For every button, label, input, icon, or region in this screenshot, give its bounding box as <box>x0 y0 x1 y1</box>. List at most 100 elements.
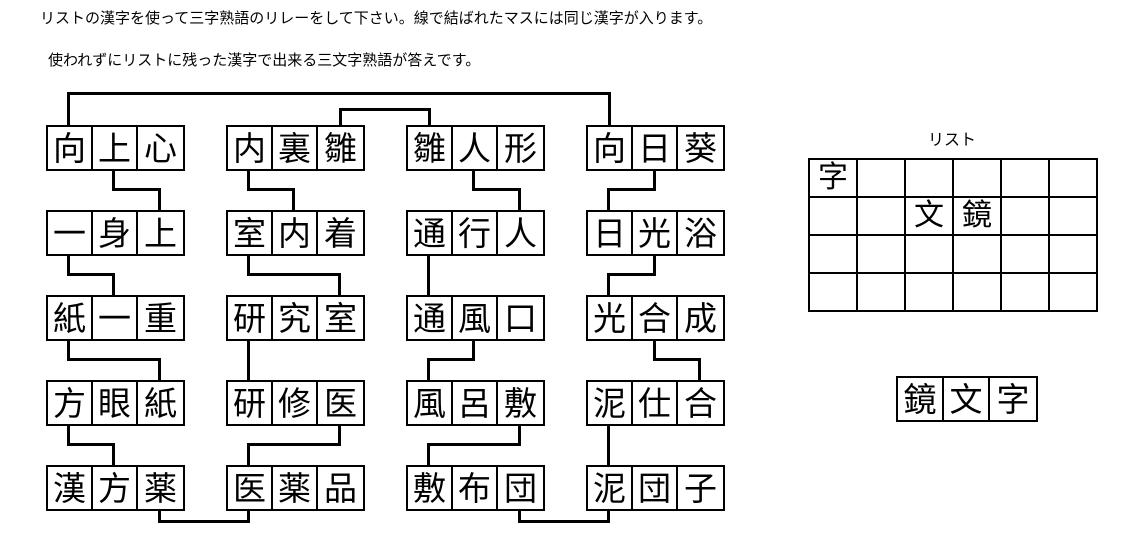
list-cell[interactable] <box>858 160 906 198</box>
kanji-cell[interactable]: 裏 <box>273 127 318 169</box>
kanji-cell[interactable]: 雛 <box>324 128 357 168</box>
kanji-cell[interactable]: 光 <box>588 297 633 339</box>
kanji-cell[interactable]: 仕 <box>633 382 678 424</box>
kanji-cell[interactable]: 日 <box>588 212 633 254</box>
kanji-cell[interactable]: 成 <box>684 298 717 338</box>
list-cell[interactable] <box>1050 236 1098 274</box>
kanji-cell[interactable]: 重 <box>144 298 177 338</box>
list-cell[interactable] <box>906 160 954 198</box>
list-cell[interactable] <box>954 160 1002 198</box>
word-box-c3-r2[interactable]: 通 行 人 <box>406 210 545 256</box>
kanji-cell[interactable]: 身 <box>93 212 138 254</box>
kanji-cell[interactable]: 上 <box>144 213 177 253</box>
word-box-c1-r1[interactable]: 向 上 心 <box>46 125 185 171</box>
word-box-c2-r4[interactable]: 研 修 医 <box>226 380 365 426</box>
word-box-c4-r4[interactable]: 泥 仕 合 <box>586 380 725 426</box>
list-cell[interactable] <box>810 236 858 274</box>
kanji-cell[interactable]: 葵 <box>684 128 717 168</box>
word-box-c3-r3[interactable]: 通 風 口 <box>406 295 545 341</box>
word-box-c3-r1[interactable]: 雛 人 形 <box>406 125 545 171</box>
kanji-cell[interactable]: 敷 <box>504 383 537 423</box>
kanji-cell[interactable]: 室 <box>324 298 357 338</box>
list-cell[interactable] <box>1050 274 1098 312</box>
answer-box[interactable]: 鏡 文 字 <box>896 376 1038 422</box>
answer-cell[interactable]: 字 <box>996 379 1030 419</box>
kanji-cell[interactable]: 着 <box>324 213 357 253</box>
kanji-cell[interactable]: 薬 <box>144 468 177 508</box>
kanji-cell[interactable]: 行 <box>453 212 498 254</box>
kanji-cell[interactable]: 形 <box>504 128 537 168</box>
list-cell[interactable] <box>906 274 954 312</box>
kanji-cell[interactable]: 合 <box>684 383 717 423</box>
kanji-cell[interactable]: 眼 <box>93 382 138 424</box>
kanji-cell[interactable]: 内 <box>273 212 318 254</box>
list-cell[interactable] <box>810 274 858 312</box>
list-cell[interactable] <box>954 236 1002 274</box>
kanji-cell[interactable]: 口 <box>504 298 537 338</box>
list-cell[interactable] <box>1002 160 1050 198</box>
word-box-c4-r2[interactable]: 日 光 浴 <box>586 210 725 256</box>
kanji-cell[interactable]: 敷 <box>408 467 453 509</box>
kanji-cell[interactable]: 人 <box>453 127 498 169</box>
kanji-cell[interactable]: 団 <box>504 468 537 508</box>
kanji-cell[interactable]: 方 <box>48 382 93 424</box>
word-box-c1-r4[interactable]: 方 眼 紙 <box>46 380 185 426</box>
kanji-cell[interactable]: 風 <box>453 297 498 339</box>
kanji-cell[interactable]: 通 <box>408 297 453 339</box>
kanji-cell[interactable]: 紙 <box>48 297 93 339</box>
kanji-cell[interactable]: 研 <box>228 382 273 424</box>
list-cell[interactable] <box>810 198 858 236</box>
kanji-cell[interactable]: 医 <box>324 383 357 423</box>
word-box-c2-r5[interactable]: 医 薬 品 <box>226 465 365 511</box>
list-cell[interactable]: 鏡 <box>954 198 1002 236</box>
kanji-cell[interactable]: 布 <box>453 467 498 509</box>
word-box-c3-r5[interactable]: 敷 布 団 <box>406 465 545 511</box>
list-cell[interactable] <box>858 274 906 312</box>
word-box-c3-r4[interactable]: 風 呂 敷 <box>406 380 545 426</box>
kanji-cell[interactable]: 通 <box>408 212 453 254</box>
kanji-cell[interactable]: 薬 <box>273 467 318 509</box>
word-box-c2-r1[interactable]: 内 裏 雛 <box>226 125 365 171</box>
kanji-cell[interactable]: 一 <box>48 212 93 254</box>
list-cell[interactable]: 文 <box>906 198 954 236</box>
kanji-cell[interactable]: 風 <box>408 382 453 424</box>
kanji-cell[interactable]: 浴 <box>684 213 717 253</box>
kanji-cell[interactable]: 一 <box>93 297 138 339</box>
kanji-cell[interactable]: 向 <box>588 127 633 169</box>
kanji-cell[interactable]: 日 <box>633 127 678 169</box>
kanji-cell[interactable]: 団 <box>633 467 678 509</box>
kanji-cell[interactable]: 雛 <box>408 127 453 169</box>
kanji-cell[interactable]: 室 <box>228 212 273 254</box>
kanji-cell[interactable]: 修 <box>273 382 318 424</box>
kanji-cell[interactable]: 人 <box>504 213 537 253</box>
kanji-cell[interactable]: 品 <box>324 468 357 508</box>
list-cell[interactable]: 字 <box>810 160 858 198</box>
kanji-cell[interactable]: 光 <box>633 212 678 254</box>
list-cell[interactable] <box>1050 198 1098 236</box>
kanji-cell[interactable]: 研 <box>228 297 273 339</box>
word-box-c4-r5[interactable]: 泥 団 子 <box>586 465 725 511</box>
kanji-cell[interactable]: 究 <box>273 297 318 339</box>
list-cell[interactable] <box>954 274 1002 312</box>
list-cell[interactable] <box>1050 160 1098 198</box>
kanji-cell[interactable]: 心 <box>144 128 177 168</box>
word-box-c1-r3[interactable]: 紙 一 重 <box>46 295 185 341</box>
list-cell[interactable] <box>858 236 906 274</box>
kanji-cell[interactable]: 子 <box>684 468 717 508</box>
list-cell[interactable] <box>1002 274 1050 312</box>
kanji-cell[interactable]: 漢 <box>48 467 93 509</box>
word-box-c4-r3[interactable]: 光 合 成 <box>586 295 725 341</box>
answer-cell[interactable]: 鏡 <box>898 378 944 420</box>
list-cell[interactable] <box>1002 198 1050 236</box>
word-box-c2-r3[interactable]: 研 究 室 <box>226 295 365 341</box>
kanji-cell[interactable]: 内 <box>228 127 273 169</box>
kanji-cell[interactable]: 紙 <box>144 383 177 423</box>
answer-cell[interactable]: 文 <box>944 378 990 420</box>
word-box-c1-r5[interactable]: 漢 方 薬 <box>46 465 185 511</box>
list-cell[interactable] <box>858 198 906 236</box>
kanji-cell[interactable]: 合 <box>633 297 678 339</box>
word-box-c4-r1[interactable]: 向 日 葵 <box>586 125 725 171</box>
word-box-c2-r2[interactable]: 室 内 着 <box>226 210 365 256</box>
word-box-c1-r2[interactable]: 一 身 上 <box>46 210 185 256</box>
kanji-cell[interactable]: 医 <box>228 467 273 509</box>
